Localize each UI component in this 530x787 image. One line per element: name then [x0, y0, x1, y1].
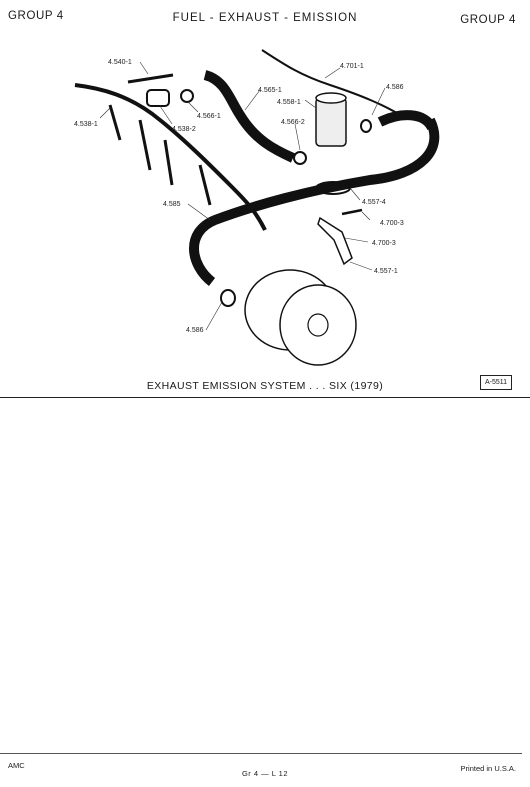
tube-4701-1	[261, 49, 406, 119]
callout-4586-upper: 4.586	[386, 84, 404, 91]
manifold-branch-2	[138, 119, 152, 171]
clamp-4566-1	[180, 89, 194, 103]
manifold-branch-3	[163, 139, 174, 186]
figure-caption: EXHAUST EMISSION SYSTEM . . . SIX (1979)	[146, 380, 384, 392]
manifold-branch-4	[198, 164, 212, 206]
clamp-4586-lower	[220, 289, 236, 307]
callout-4540-1: 4.540-1	[108, 59, 132, 66]
hose-4585	[189, 117, 440, 286]
callout-4701-1: 4.701-1	[340, 63, 364, 70]
page-divider	[0, 397, 530, 398]
callout-4557-4: 4.557-4	[362, 199, 386, 206]
leader-lines	[99, 61, 386, 331]
footer-divider	[0, 753, 522, 754]
callout-4565-1: 4.565-1	[258, 87, 282, 94]
print-notice: Printed in U.S.A.	[460, 764, 516, 773]
check-valve-4538-2	[146, 89, 170, 107]
figure-id-box: A-5511	[479, 375, 512, 390]
group-label-left: GROUP 4	[8, 10, 64, 22]
callout-4538-2: 4.538-2	[172, 126, 196, 133]
manifold-branch-1	[108, 104, 122, 141]
group-label-right: GROUP 4	[460, 14, 516, 26]
diverter-valve-4558-1	[315, 97, 347, 147]
hose-upper-right	[377, 110, 437, 131]
page-number: Gr 4 — L 12	[241, 769, 289, 778]
publisher-label: AMC	[8, 761, 25, 770]
callout-4557-1: 4.557-1	[374, 268, 398, 275]
air-pump-hub	[307, 313, 329, 337]
screw-4700-3	[341, 208, 363, 216]
callout-4586-lower: 4.586	[186, 327, 204, 334]
clamp-4586-upper	[360, 119, 372, 133]
air-pump-pulley	[279, 284, 357, 366]
callout-4538-1: 4.538-1	[74, 121, 98, 128]
callout-labels: 4.540-1 4.538-1 4.538-2 4.566-1 4.565-1 …	[74, 59, 404, 334]
callout-4566-1: 4.566-1	[197, 113, 221, 120]
hose-4565-1	[203, 70, 296, 163]
exhaust-emission-diagram: 4.540-1 4.538-1 4.538-2 4.566-1 4.565-1 …	[74, 49, 440, 366]
clamp-4566-2	[293, 151, 307, 165]
callout-4585: 4.585	[163, 201, 181, 208]
callout-4700-3-a: 4.700-3	[380, 220, 404, 227]
bracket-4557-1	[317, 216, 353, 266]
air-manifold	[74, 83, 267, 231]
callout-4700-3-b: 4.700-3	[372, 240, 396, 247]
diverter-valve-top	[315, 92, 347, 104]
section-title: FUEL - EXHAUST - EMISSION	[172, 12, 358, 24]
bolt-4540-1	[127, 73, 174, 84]
callout-4558-1: 4.558-1	[277, 99, 301, 106]
diagram-artwork	[74, 49, 440, 366]
callout-4566-2: 4.566-2	[281, 119, 305, 126]
